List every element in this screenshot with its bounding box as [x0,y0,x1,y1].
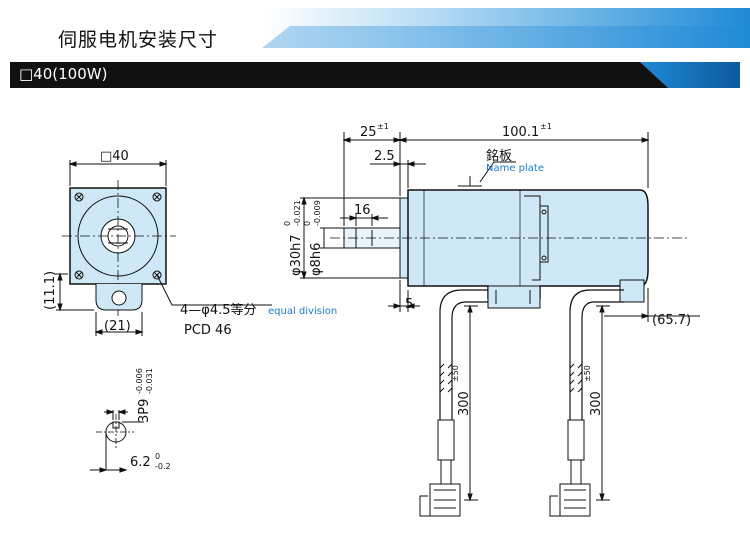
key-height-label: 6.2 [130,455,151,470]
cable-length-right-label: 300 [589,391,604,416]
key-height-tol-upper: 0 [155,452,160,461]
flange-thickness-label: 2.5 [374,149,395,164]
body-length-tol: ±1 [540,122,552,131]
key-tol-lower: -0.031 [145,368,154,394]
height-dim-label: (11.1) [43,271,58,310]
body-length-label: 100.1 [502,125,539,140]
pcd-label: PCD 46 [184,323,232,338]
hole-spec-label: 4—φ4.5等分 [180,302,257,318]
cable-tol-left: ±50 [451,365,460,382]
flange-dim-label: 5 [405,297,413,312]
mount-holes [74,192,162,280]
square-dim-label: □40 [100,149,129,164]
shaft-tol-lower: -0.009 [313,200,322,226]
side-view [300,132,700,517]
model-band [10,62,740,88]
nameplate-en-label: Name plate [486,163,544,174]
spigot-tol-upper: 0 [283,221,292,226]
spigot-dia-label: φ30h7 [289,234,304,276]
nameplate-cn-label: 銘板 [486,149,512,164]
connector-offset-label: (65.7) [652,313,691,328]
key-height-tol-lower: -0.2 [155,462,171,471]
shaft-dia-label: φ8h6 [309,243,324,276]
key-dim-label: 3P9 [137,399,152,423]
shaft-tol-upper: 0 [303,221,312,226]
page-header [0,0,750,56]
model-label: □40(100W) [19,65,108,83]
width-dim-label: (21) [104,319,131,334]
header-gradient [0,8,750,48]
hole-spec-en-label: equal division [268,306,337,317]
shaft-length-tol: ±1 [377,122,389,131]
page-title: 伺服电机安装尺寸 [58,29,219,51]
cable-length-left-label: 300 [457,391,472,416]
cable-tol-right: ±50 [583,365,592,382]
shaft-length-label: 25 [360,125,377,140]
key-length-label: 16 [354,203,371,218]
spigot-tol-lower: -0.021 [293,200,302,226]
labels: □40 (11.1) (21) 4—φ4.5等分 equal division … [43,122,691,471]
key-tol-upper: -0.006 [135,368,144,394]
front-view [56,160,272,336]
key-section-view [90,409,144,473]
